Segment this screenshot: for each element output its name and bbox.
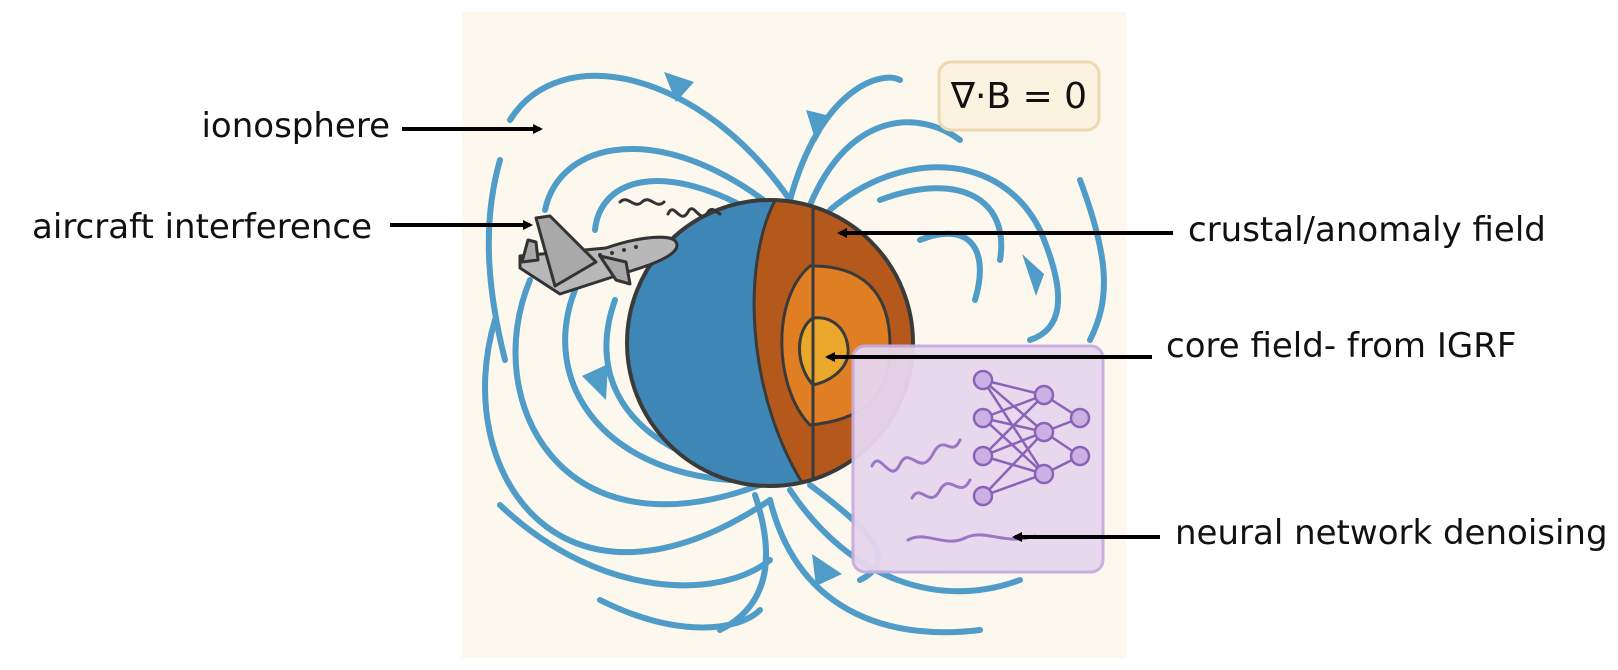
equation-text: ∇·B = 0 xyxy=(950,76,1087,117)
label-aircraft-interference: aircraft interference xyxy=(32,207,372,247)
field-direction-arrows xyxy=(582,72,1044,586)
label-crustal-anomaly-field: crustal/anomaly field xyxy=(1188,210,1546,250)
magnetic-field-lines xyxy=(482,72,1107,636)
equation-box: ∇·B = 0 xyxy=(937,60,1101,132)
label-pointers xyxy=(390,124,1173,542)
label-neural-network-denoising: neural network denoising xyxy=(1175,513,1608,553)
label-core-field: core field- from IGRF xyxy=(1166,326,1516,366)
label-ionosphere: ionosphere xyxy=(201,106,390,146)
neural-network-icon xyxy=(972,369,1091,507)
airplane-icon xyxy=(518,214,679,296)
interference-squiggles xyxy=(618,198,722,218)
